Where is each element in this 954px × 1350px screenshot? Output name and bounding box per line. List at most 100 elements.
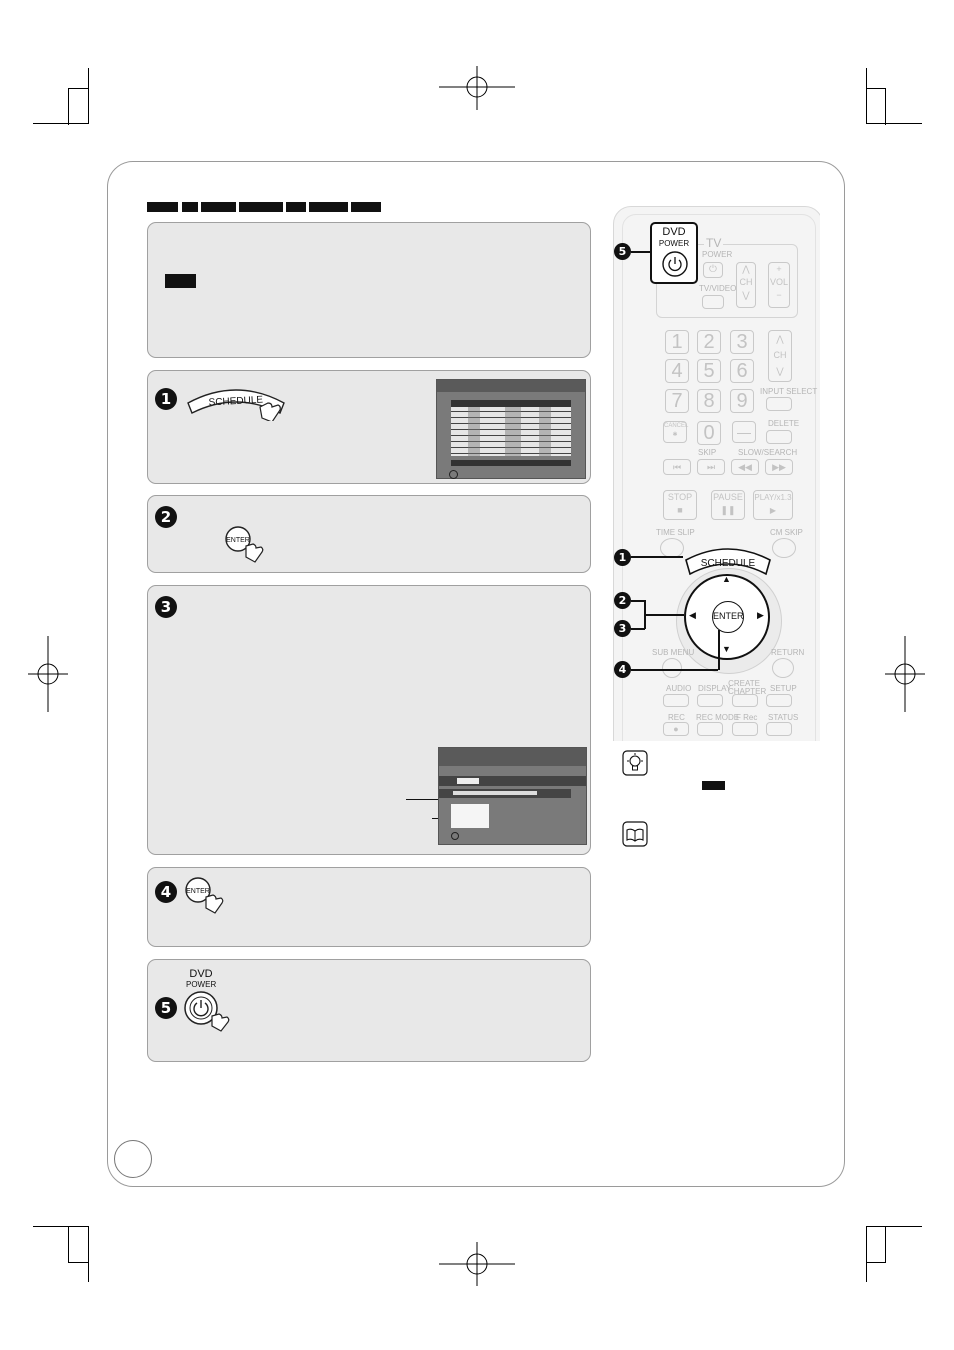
rewind-button[interactable]: ◀◀ <box>731 459 759 475</box>
ch-label: CH <box>739 277 753 287</box>
enter-button-icon[interactable]: ENTER <box>182 876 232 916</box>
audio-label: AUDIO <box>666 684 692 693</box>
rec-mode-label: REC MODE <box>696 713 740 722</box>
skip-forward-button[interactable]: ⏭ <box>697 459 725 475</box>
callout-3-badge: 3 <box>614 620 631 637</box>
registration-mark-left <box>28 636 68 712</box>
sub-menu-label: SUB MENU <box>652 648 695 657</box>
key-8[interactable]: 8 <box>697 389 721 413</box>
key-0[interactable]: 0 <box>697 421 721 445</box>
step-2-badge: 2 <box>155 506 177 528</box>
intro-tag <box>165 274 196 288</box>
pause-label: PAUSE <box>713 492 743 502</box>
vol-label: VOL <box>769 277 788 287</box>
sub-menu-button[interactable] <box>662 658 682 678</box>
schedule-button-label: SCHEDULE <box>208 395 263 409</box>
status-button[interactable] <box>766 722 792 736</box>
time-slip-button[interactable] <box>660 538 684 558</box>
registration-mark-top <box>439 66 515 110</box>
step-4-badge: 4 <box>155 881 177 903</box>
key-6[interactable]: 6 <box>730 359 754 383</box>
remote-control: TV POWER ⏻ TV/VIDEO ⋀CH⋁ +VOL− 1 2 3 4 5… <box>608 200 820 741</box>
rec-button[interactable]: ● <box>663 722 689 736</box>
input-select-button[interactable] <box>766 397 792 411</box>
fast-forward-button[interactable]: ▶▶ <box>765 459 793 475</box>
cm-skip-label: CM SKIP <box>770 528 803 537</box>
callout-1-badge: 1 <box>614 549 631 566</box>
f-rec-button[interactable] <box>732 722 758 736</box>
play-button[interactable]: PLAY/x1.3▶ <box>753 490 793 520</box>
tv-label: TV <box>704 236 724 250</box>
arrow-up-icon[interactable]: ▲ <box>722 574 731 584</box>
ch-label: CH <box>773 350 787 360</box>
dvd-power-callout[interactable]: DVD POWER <box>650 222 698 284</box>
dvd-label: DVD <box>662 226 686 238</box>
registration-mark-bottom <box>439 1242 515 1286</box>
arrow-left-icon[interactable]: ◀ <box>689 610 696 620</box>
input-select-label: INPUT SELECT <box>760 387 818 396</box>
disc-tag <box>286 202 306 212</box>
step-1-badge: 1 <box>155 388 177 410</box>
arrow-right-icon[interactable]: ▶ <box>757 610 764 620</box>
schedule-button[interactable]: SCHEDULE <box>680 544 776 580</box>
display-button[interactable] <box>697 694 723 707</box>
skip-back-button[interactable]: ⏮ <box>663 459 691 475</box>
cancel-button[interactable]: CANCEL✱ <box>663 421 689 443</box>
step1-panel: 1 SCHEDULE <box>147 370 591 484</box>
key-9[interactable]: 9 <box>730 389 754 413</box>
manual-program-screen <box>438 747 587 845</box>
enter-label: ENTER <box>226 537 250 544</box>
power-button-icon[interactable] <box>182 990 238 1032</box>
step-3-badge: 3 <box>155 596 177 618</box>
schedule-list-screen <box>436 379 586 479</box>
schedule-button-icon[interactable]: SCHEDULE <box>184 379 288 421</box>
return-button[interactable] <box>772 658 794 678</box>
power-label: POWER <box>658 239 690 248</box>
channel-rocker-2[interactable]: ⋀CH⋁ <box>768 330 792 382</box>
disc-tag <box>309 202 348 212</box>
cursor-pad <box>684 574 770 660</box>
enter-label: ENTER <box>186 888 210 895</box>
arrow-down-icon[interactable]: ▼ <box>722 644 731 654</box>
tv-power-label: POWER <box>702 250 733 259</box>
step-5-badge: 5 <box>155 997 177 1019</box>
slow-search-label: SLOW/SEARCH <box>738 448 798 457</box>
tv-power-button[interactable]: ⏻ <box>703 262 723 278</box>
key-1[interactable]: 1 <box>665 330 689 354</box>
volume-rocker[interactable]: +VOL− <box>768 262 790 308</box>
key-7[interactable]: 7 <box>665 389 689 413</box>
callout-2-badge: 2 <box>614 592 631 609</box>
setup-button[interactable] <box>766 694 792 707</box>
step3-panel: 3 <box>147 585 591 855</box>
power-label: POWER <box>186 980 217 989</box>
skip-label: SKIP <box>698 448 717 457</box>
dash-button[interactable]: — <box>732 421 756 443</box>
power-icon <box>662 251 688 277</box>
cm-skip-button[interactable] <box>772 538 796 558</box>
f-rec-label: F Rec <box>736 713 758 722</box>
delete-button[interactable] <box>766 430 792 444</box>
key-2[interactable]: 2 <box>697 330 721 354</box>
cancel-label: CANCEL <box>664 423 689 429</box>
stop-button[interactable]: STOP■ <box>663 490 697 520</box>
key-3[interactable]: 3 <box>730 330 754 354</box>
step5-panel: 5 DVD POWER <box>147 959 591 1062</box>
pause-button[interactable]: PAUSE❚❚ <box>711 490 745 520</box>
setup-label: SETUP <box>770 684 797 693</box>
tv-video-label: TV/VIDEO <box>699 284 737 293</box>
rec-mode-button[interactable] <box>697 722 723 736</box>
key-5[interactable]: 5 <box>697 359 721 383</box>
play-label: PLAY/x1.3 <box>754 493 792 502</box>
tv-video-button[interactable] <box>702 295 724 309</box>
enter-button-icon[interactable]: ENTER <box>222 526 272 566</box>
page-number-badge <box>114 1140 152 1178</box>
reference-book-icon <box>622 821 648 847</box>
key-4[interactable]: 4 <box>665 359 689 383</box>
disc-tag <box>201 202 236 212</box>
audio-button[interactable] <box>663 694 689 707</box>
enter-button[interactable]: ENTER <box>712 601 744 633</box>
create-chapter-label: CREATE CHAPTER <box>728 679 767 696</box>
tv-channel-rocker[interactable]: ⋀CH⋁ <box>736 262 756 308</box>
create-chapter-button[interactable] <box>732 694 758 707</box>
schedule-table <box>451 400 571 456</box>
